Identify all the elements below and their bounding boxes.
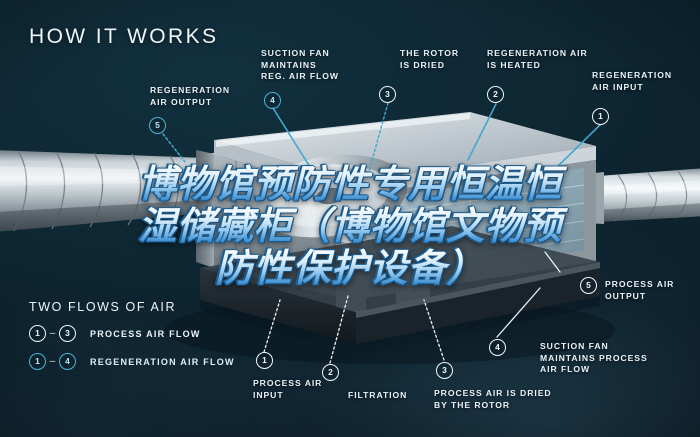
label-suction-fan-process: SUCTION FAN MAINTAINS PROCESS AIR FLOW [540, 341, 648, 375]
label-process-air-input: PROCESS AIR INPUT [253, 378, 323, 400]
legend-title: TWO FLOWS OF AIR [29, 300, 177, 314]
legend-dash-2: – [49, 356, 56, 367]
label-the-rotor-is-dried: THE ROTOR IS DRIED [400, 48, 460, 70]
regeneration-output-duct [0, 150, 222, 232]
legend-row-process-air-flow: 1 – 3 PROCESS AIR FLOW [29, 325, 201, 342]
marker-regeneration-air-output[interactable]: 5 [149, 117, 166, 134]
page-title: HOW IT WORKS [29, 25, 219, 48]
desiccant-rotor [252, 154, 408, 238]
marker-regeneration-air-input[interactable]: 1 [592, 108, 609, 125]
legend-dash-1: – [49, 328, 56, 339]
label-regeneration-air-input: REGENERATION AIR INPUT [592, 70, 672, 92]
marker-process-air-input[interactable]: 1 [256, 352, 273, 369]
marker-filtration[interactable]: 2 [322, 364, 339, 381]
legend-label-regeneration-air-flow: REGENERATION AIR FLOW [90, 356, 235, 367]
leader-lines [162, 102, 601, 364]
marker-regeneration-air-heated[interactable]: 2 [487, 86, 504, 103]
label-process-air-dried: PROCESS AIR IS DRIED BY THE ROTOR [434, 388, 552, 410]
legend-marker-to-3: 3 [59, 325, 76, 342]
label-suction-fan-reg: SUCTION FAN MAINTAINS REG. AIR FLOW [261, 48, 339, 82]
label-regeneration-air-output: REGENERATION AIR OUTPUT [150, 85, 230, 107]
process-output-duct [586, 168, 700, 224]
marker-suction-fan-process[interactable]: 4 [489, 339, 506, 356]
marker-process-air-dried[interactable]: 3 [436, 362, 453, 379]
legend-row-regeneration-air-flow: 1 – 4 REGENERATION AIR FLOW [29, 353, 235, 370]
label-filtration: FILTRATION [348, 390, 408, 400]
marker-process-air-output[interactable]: 5 [580, 277, 597, 294]
legend-label-process-air-flow: PROCESS AIR FLOW [90, 328, 201, 339]
legend-marker-to-4: 4 [59, 353, 76, 370]
legend-marker-from-1: 1 [29, 325, 46, 342]
label-process-air-output: PROCESS AIR OUTPUT [605, 279, 675, 301]
legend-marker-from-1-cyan: 1 [29, 353, 46, 370]
label-regeneration-air-heated: REGENERATION AIR IS HEATED [487, 48, 588, 70]
marker-the-rotor-is-dried[interactable]: 3 [379, 86, 396, 103]
marker-suction-fan-reg[interactable]: 4 [264, 92, 281, 109]
dehumidifier-cabinet [196, 112, 600, 356]
